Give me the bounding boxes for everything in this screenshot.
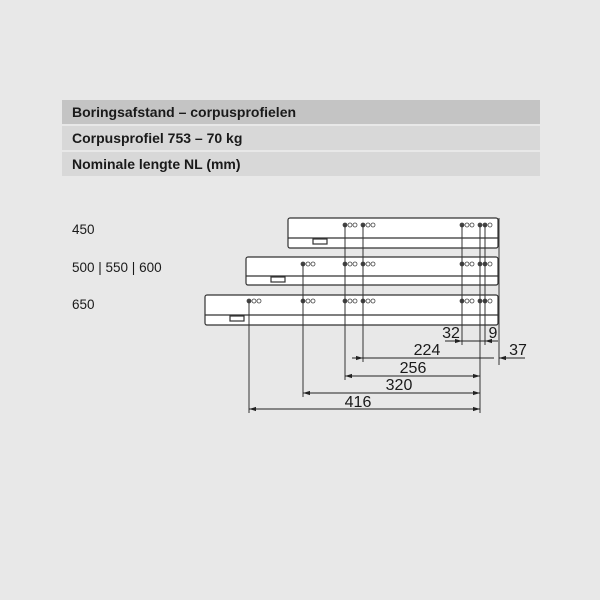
- drill-hole: [487, 222, 493, 228]
- drill-hole: [464, 298, 470, 304]
- dimension-lines: [249, 338, 525, 412]
- drill-hole: [464, 222, 470, 228]
- drill-hole: [370, 298, 376, 304]
- drill-hole: [310, 261, 316, 267]
- drill-hole: [347, 261, 353, 267]
- dimension-224: 224: [414, 342, 441, 359]
- drill-hole: [365, 298, 371, 304]
- table-header-title: Boringsafstand – corpusprofielen: [62, 100, 540, 124]
- drill-hole: [469, 222, 475, 228]
- drill-hole: [487, 298, 493, 304]
- table-row-nominal-length: Nominale lengte NL (mm): [62, 152, 540, 176]
- dimension-256: 256: [400, 360, 427, 377]
- drill-hole: [251, 298, 257, 304]
- drill-hole: [464, 261, 470, 267]
- rail-650: [204, 294, 499, 326]
- drill-hole: [352, 298, 358, 304]
- drill-hole: [347, 222, 353, 228]
- drill-hole: [305, 261, 311, 267]
- drill-hole: [487, 261, 493, 267]
- drill-hole: [365, 261, 371, 267]
- drill-hole: [469, 298, 475, 304]
- drill-hole: [256, 298, 262, 304]
- rail-450: [287, 217, 499, 249]
- drill-hole: [305, 298, 311, 304]
- dimension-32: 32: [442, 325, 460, 342]
- rail-label-450: 450: [72, 222, 95, 237]
- drill-hole: [347, 298, 353, 304]
- drill-hole: [352, 261, 358, 267]
- dimension-9: 9: [489, 325, 498, 342]
- drill-hole: [370, 261, 376, 267]
- dimension-416: 416: [345, 394, 372, 411]
- extension-lines: [248, 218, 500, 413]
- drill-holes: [246, 222, 493, 304]
- drill-hole: [310, 298, 316, 304]
- dimension-320: 320: [386, 377, 413, 394]
- rail-label-650: 650: [72, 297, 95, 312]
- drill-hole: [365, 222, 371, 228]
- drill-hole: [352, 222, 358, 228]
- rail-500-600: [245, 256, 499, 286]
- rail-label-500-550-600: 500 | 550 | 600: [72, 260, 162, 275]
- drill-hole: [469, 261, 475, 267]
- dimension-37: 37: [509, 342, 527, 359]
- drill-hole: [370, 222, 376, 228]
- table-row-profile: Corpusprofiel 753 – 70 kg: [62, 126, 540, 150]
